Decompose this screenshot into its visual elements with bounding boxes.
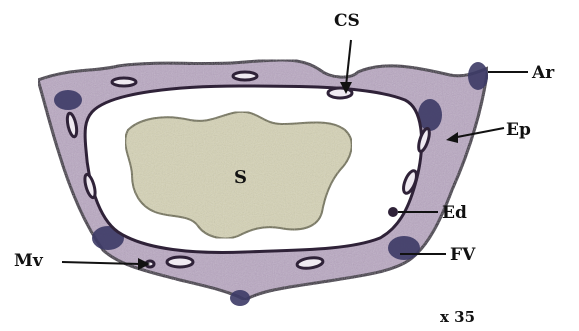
magnification-label: x 35	[440, 308, 475, 326]
label-mv: Mv	[14, 251, 44, 271]
canal-cs	[328, 88, 352, 98]
canal-bottom-left	[167, 257, 193, 267]
label-ep: Ep	[506, 120, 531, 140]
label-ed: Ed	[442, 203, 467, 223]
label-fv: FV	[450, 245, 476, 265]
canal-top-center	[233, 72, 257, 80]
ed-dot	[388, 207, 398, 217]
label-ar: Ar	[531, 63, 555, 83]
label-s: S	[234, 167, 247, 188]
label-cs: CS	[334, 11, 360, 31]
canal-top-left	[112, 78, 136, 86]
